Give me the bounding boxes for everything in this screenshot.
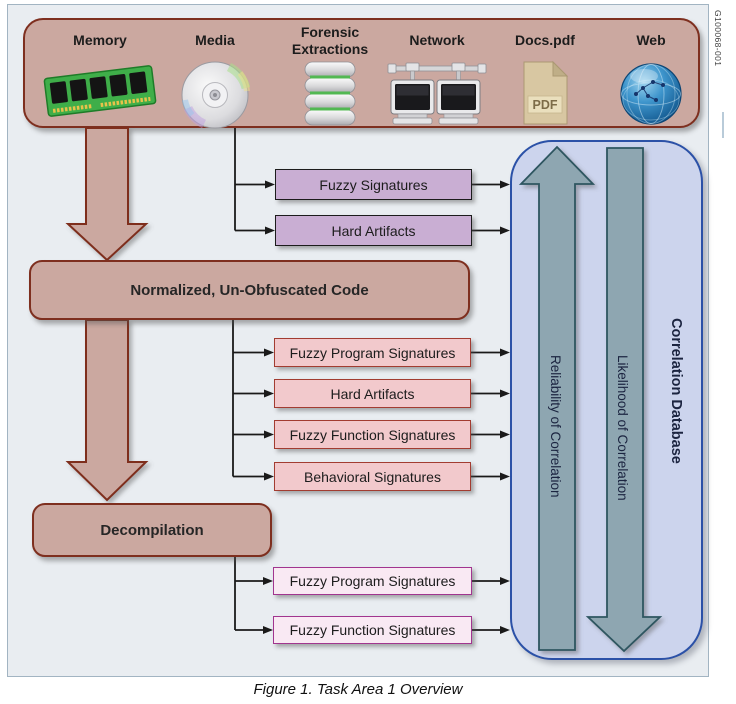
web-label: Web [636,32,666,49]
memory-label: Memory [73,32,127,49]
source-memory: Memory [40,22,160,122]
media-label: Media [195,32,235,49]
hard-artifacts-box: Hard Artifacts [275,215,472,246]
fuzzy-function-signatures-box: Fuzzy Function Signatures [274,420,471,449]
ram-icon [40,60,160,122]
docs-pdf-label: Docs.pdf [515,32,575,49]
source-web: Web [611,22,691,126]
figure-caption: Figure 1. Task Area 1 Overview [253,681,463,698]
network-computers-icon [385,60,489,126]
fuzzy-program-signatures-box-2: Fuzzy Program Signatures [273,567,472,595]
correlation-database-title: Correlation Database [668,318,684,464]
decompilation-box: Decompilation [32,503,272,557]
source-network: Network [385,22,489,126]
fuzzy-program-signatures-box: Fuzzy Program Signatures [274,338,471,367]
source-forensic-extractions: Forensic Extractions [280,22,380,126]
normalized-code-box: Normalized, Un-Obfuscated Code [29,260,470,320]
source-docs-pdf: Docs.pdf PDF [505,22,585,126]
reliability-of-correlation-label: Reliability of Correlation [548,355,563,498]
cd-icon [175,60,255,130]
behavioral-signatures-box: Behavioral Signatures [274,462,471,491]
fuzzy-signatures-box: Fuzzy Signatures [275,169,472,200]
forensic-extractions-label: Forensic Extractions [291,23,369,58]
source-media: Media [175,22,255,130]
fuzzy-function-signatures-box-2: Fuzzy Function Signatures [273,616,472,644]
pdf-file-icon: PDF [505,60,585,126]
likelihood-of-correlation-label: Likelihood of Correlation [615,355,630,501]
network-label: Network [409,32,465,49]
figure-id: G100068-001 [713,10,723,67]
database-stack-icon [280,60,380,126]
figure-id-tick [722,112,724,138]
pdf-icon-text: PDF [533,98,558,112]
globe-icon [611,60,691,126]
hard-artifacts-box-2: Hard Artifacts [274,379,471,408]
